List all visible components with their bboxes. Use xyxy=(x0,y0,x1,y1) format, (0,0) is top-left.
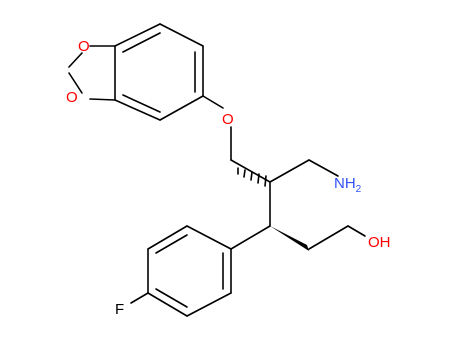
dioxole-ring xyxy=(68,45,116,101)
oxygen-label-ether: O xyxy=(222,111,234,128)
oxygen-label-ring-bottom: O xyxy=(66,89,78,106)
wedge-stereo-bond xyxy=(270,226,309,251)
amine-label-main: NH xyxy=(334,175,356,192)
hydroxyl-label: OH xyxy=(368,234,391,251)
propanol-chain xyxy=(308,225,366,250)
benzodioxole-benzene-ring xyxy=(114,23,204,121)
ether-linkage xyxy=(202,95,271,183)
fluorine-label: F xyxy=(115,301,124,318)
oxygen-label-ring-top: O xyxy=(78,38,90,55)
amine-label: NH2 xyxy=(334,175,362,195)
amine-label-subscript: 2 xyxy=(356,184,362,195)
aminomethyl-chain xyxy=(269,159,339,183)
fluorophenyl-ring xyxy=(130,225,232,317)
backbone xyxy=(230,181,271,250)
hashed-stereo-bond xyxy=(237,167,267,187)
